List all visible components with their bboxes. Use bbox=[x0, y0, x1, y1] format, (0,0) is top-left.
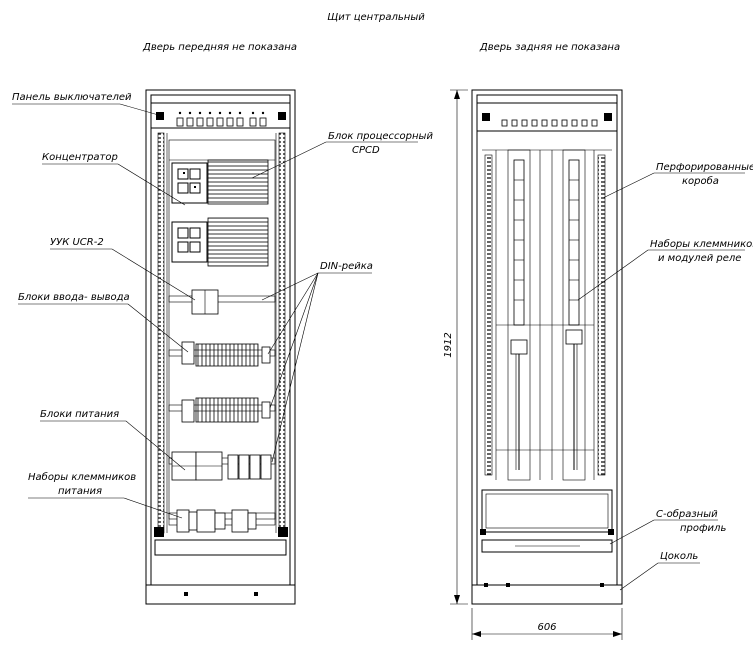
label-din-rail: DIN-рейка bbox=[320, 261, 373, 272]
right-perforated-duct bbox=[278, 132, 286, 534]
callout-c-profile: С-образный профиль bbox=[609, 508, 726, 545]
label-hub: Концентратор bbox=[42, 152, 118, 163]
rear-left-duct bbox=[484, 154, 493, 476]
height-value: 1912 bbox=[443, 332, 454, 357]
terminal-strip-right bbox=[565, 159, 583, 470]
switch-panel bbox=[150, 102, 291, 129]
drawing-title: Щит центральный bbox=[327, 12, 425, 23]
callout-din-rail: DIN-рейка bbox=[261, 261, 373, 463]
label-terminal-sets-2: и модулей реле bbox=[658, 253, 741, 264]
callout-cpu-block: Блок процессорный CPCD bbox=[251, 131, 433, 179]
callout-io-blocks: Блоки ввода- вывода bbox=[18, 292, 189, 353]
front-caption: Дверь передняя не показана bbox=[142, 42, 297, 53]
label-perforated-2: короба bbox=[682, 175, 719, 187]
io-block-2 bbox=[181, 397, 271, 423]
callout-power-terminals: Наборы клеммников питания bbox=[28, 471, 183, 519]
terminal-strip-left bbox=[510, 159, 528, 470]
label-plinth: Цоколь bbox=[660, 551, 698, 562]
switch-row bbox=[176, 111, 267, 127]
c-profile bbox=[481, 489, 613, 533]
label-power-blocks: Блоки питания bbox=[40, 409, 119, 420]
height-dimension: 1912 bbox=[443, 89, 468, 605]
hub-module-1 bbox=[171, 162, 208, 204]
callout-terminal-sets: Наборы клеммников и модулей реле bbox=[577, 238, 753, 301]
cpu-block-2 bbox=[207, 217, 269, 267]
callout-hub: Концентратор bbox=[42, 152, 186, 206]
label-power-terminals-2: питания bbox=[58, 486, 102, 497]
label-terminal-sets-1: Наборы клеммников bbox=[650, 238, 753, 250]
hub-module-2 bbox=[171, 221, 208, 263]
label-io-blocks: Блоки ввода- вывода bbox=[18, 292, 130, 303]
io-block-1 bbox=[181, 341, 271, 367]
rear-right-duct bbox=[597, 154, 606, 476]
label-uuk: УУК UCR-2 bbox=[50, 237, 104, 248]
callout-power-blocks: Блоки питания bbox=[40, 409, 186, 471]
label-power-terminals-1: Наборы клеммников bbox=[28, 471, 136, 483]
power-supplies bbox=[171, 451, 272, 481]
label-c-profile-1: С-образный bbox=[656, 508, 718, 520]
callout-plinth: Цоколь bbox=[619, 551, 700, 591]
callout-switch-panel: Панель выключателей bbox=[12, 92, 163, 117]
rear-caption: Дверь задняя не показана bbox=[479, 42, 620, 53]
rear-switch-row bbox=[501, 119, 598, 127]
width-dimension: 606 bbox=[471, 608, 623, 640]
label-c-profile-2: профиль bbox=[680, 523, 726, 534]
label-cpu-block-1: Блок процессорный bbox=[328, 131, 433, 142]
label-switch-panel: Панель выключателей bbox=[12, 92, 132, 103]
label-perforated-1: Перфорированные bbox=[656, 162, 753, 173]
width-value: 606 bbox=[537, 622, 556, 633]
callout-perforated: Перфорированные короба bbox=[602, 162, 753, 199]
rear-cabinet bbox=[471, 89, 623, 605]
cpu-block-1 bbox=[207, 159, 269, 205]
callout-uuk: УУК UCR-2 bbox=[50, 237, 196, 301]
label-cpu-block-2: CPCD bbox=[352, 145, 380, 156]
power-terminal-set bbox=[176, 509, 257, 533]
left-perforated-duct bbox=[157, 132, 165, 534]
